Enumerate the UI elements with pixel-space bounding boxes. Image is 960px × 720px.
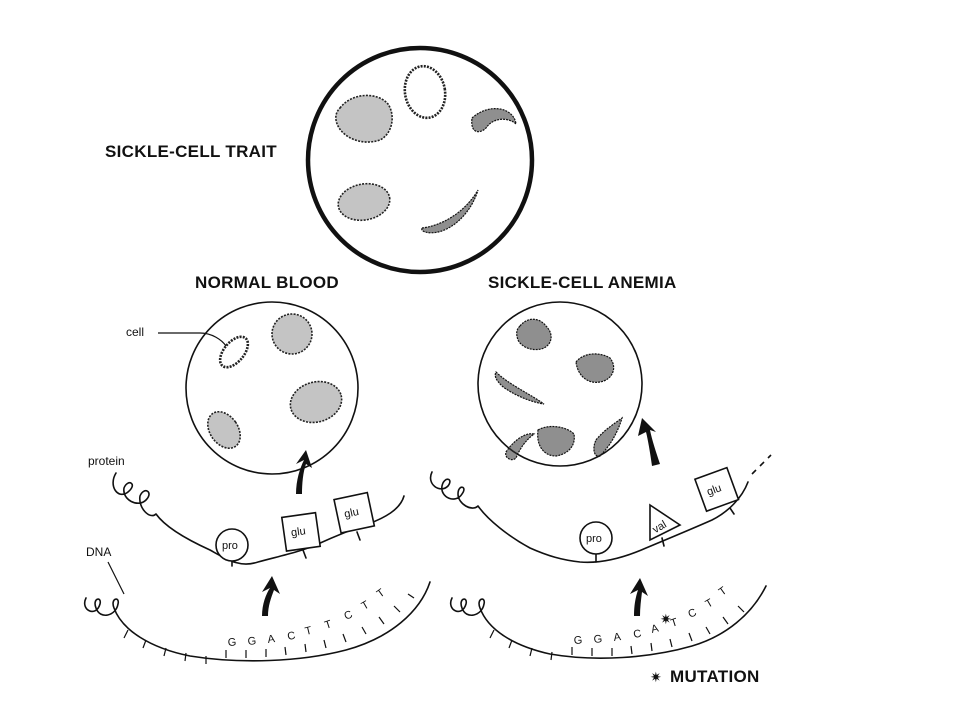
anemia-aa1: pro [579,521,613,555]
normal-aa1-label: pro [222,540,238,552]
protein-label: protein [88,454,125,468]
anemia-aa3-label: glu [705,482,723,498]
normal-aa3: glu [333,491,376,534]
mutation-star-icon: ✷ [660,611,672,627]
anemia-dna-strand [449,585,767,659]
anemia-dna-bases: G G A C A T C T T [573,584,729,647]
sickle-cell-trait-circle [305,45,535,275]
normal-blood-label: NORMAL BLOOD [195,273,339,292]
cell-label: cell [126,325,144,339]
anemia-aa3-stem [729,507,735,515]
normal-base: A [267,633,277,646]
anemia-base: C [686,606,699,620]
normal-aa2: glu [280,511,322,552]
trait-sickle-cell [471,108,517,133]
anemia-base: C [632,628,642,641]
anemia-arrow-up [638,418,660,466]
normal-dna-bases: G G A C T T C T T [227,586,387,649]
anemia-sickle-cell [505,433,536,461]
normal-aa2-stem [302,549,307,559]
normal-base: G [247,635,257,648]
normal-base: T [304,625,314,638]
normal-base: T [323,618,334,632]
anemia-sickle-cell [494,370,545,405]
anemia-sickle-cell [593,416,624,457]
anemia-aa2-stem [661,537,665,547]
normal-cell [289,380,343,424]
mutation-legend-icon: ✷ [650,669,662,685]
anemia-base: T [669,616,680,630]
anemia-aa3: glu [693,466,740,513]
trait-cell [403,64,447,120]
anemia-aa2: val [649,503,682,542]
anemia-aa1-label: pro [586,533,602,545]
normal-protein-chain [112,472,405,565]
normal-base: T [375,586,388,600]
sickle-cell-anemia-circle [477,301,643,467]
anemia-dna-arrow-up [630,578,648,616]
trait-cell [337,182,391,222]
normal-base: G [227,636,237,649]
anemia-dash [751,454,772,475]
normal-base: C [286,630,296,643]
anemia-base: G [593,633,603,646]
sickle-cell-trait-label: SICKLE-CELL TRAIT [105,142,277,161]
mutation-label: MUTATION [670,667,760,686]
normal-dna-arrow-up [262,576,280,616]
anemia-protein-chain [429,471,749,564]
anemia-dna-ticks [489,605,745,661]
anemia-base: T [717,584,730,598]
anemia-base: A [613,631,623,644]
normal-base: C [342,608,355,622]
normal-dna-strand [83,581,431,662]
dna-callout-line [107,561,125,595]
trait-cell [335,94,393,143]
anemia-base-mutated: A [650,622,661,636]
anemia-cell [537,425,575,457]
normal-arrow-up [296,450,312,494]
sickle-cell-anemia-label: SICKLE-CELL ANEMIA [488,273,677,292]
normal-aa3-label: glu [343,506,360,521]
normal-cell [218,335,250,369]
anemia-base: G [573,634,583,647]
normal-aa2-label: glu [290,525,306,539]
normal-base: T [360,599,372,613]
dna-label: DNA [86,545,111,559]
normal-cell [271,313,313,355]
normal-aa1: pro [215,528,249,562]
cell-callout-line [158,332,227,347]
normal-blood-circle [185,301,359,475]
normal-cell [206,410,242,450]
anemia-cell [575,353,615,383]
normal-aa3-stem [356,531,361,541]
anemia-base: T [704,597,716,611]
normal-dna-ticks [123,593,415,664]
trait-sickle-cell [421,189,479,234]
anemia-cell [516,318,552,351]
